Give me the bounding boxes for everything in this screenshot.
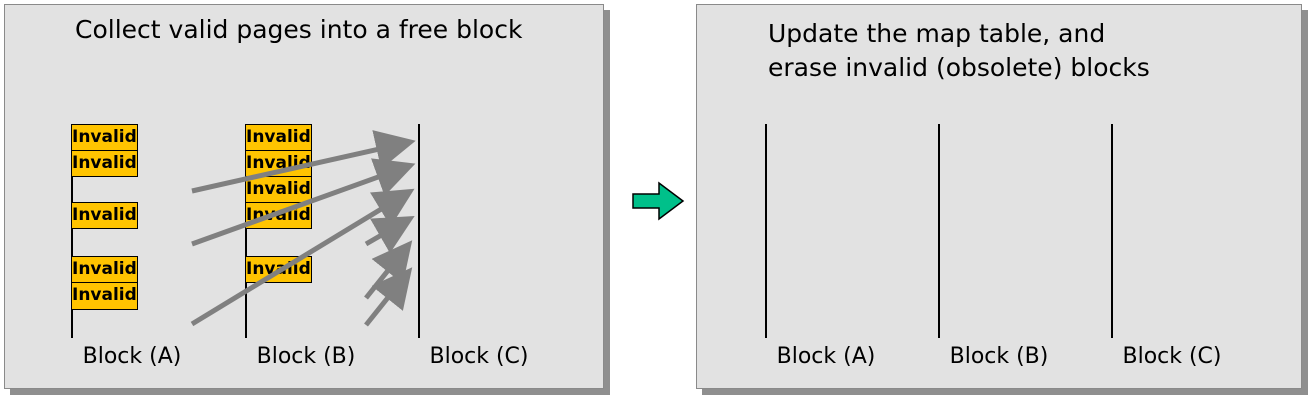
copy-arrow-2 bbox=[191, 158, 416, 247]
copy-arrow-6 bbox=[364, 267, 413, 327]
right-block-b bbox=[938, 124, 1060, 338]
copy-arrow-4 bbox=[364, 216, 415, 254]
page-b-1: Invalid bbox=[245, 124, 312, 151]
left-label-block-c: Block (C) bbox=[429, 344, 529, 369]
copy-arrow-1 bbox=[191, 130, 416, 194]
right-block-c bbox=[1111, 124, 1233, 338]
right-label-block-a: Block (A) bbox=[776, 344, 876, 369]
left-panel-title: Collect valid pages into a free block bbox=[75, 15, 523, 44]
page-b-8 bbox=[245, 309, 247, 338]
left-block-c bbox=[418, 124, 540, 338]
page-a-1: Invalid bbox=[71, 124, 138, 151]
page-a-8 bbox=[71, 309, 73, 338]
erased-block-b bbox=[938, 124, 940, 338]
left-panel: Collect valid pages into a free block bbox=[4, 4, 604, 389]
left-label-block-a: Block (A) bbox=[82, 344, 182, 369]
left-block-a: Invalid Invalid Invalid Invalid Invalid bbox=[71, 124, 193, 338]
right-page-c-6 bbox=[1111, 256, 1113, 284]
right-block-a bbox=[765, 124, 887, 338]
right-page-c-2 bbox=[1111, 150, 1113, 177]
erased-block-a bbox=[765, 124, 767, 338]
right-panel-title: Update the map table, and erase invalid … bbox=[768, 19, 1150, 82]
left-label-block-b: Block (B) bbox=[256, 344, 356, 369]
right-page-c-free bbox=[1111, 283, 1113, 338]
page-a-7: Invalid bbox=[71, 282, 138, 310]
page-a-4: Invalid bbox=[71, 202, 138, 229]
copy-arrow-3 bbox=[190, 188, 415, 327]
right-page-c-4 bbox=[1111, 202, 1113, 229]
right-page-c-3 bbox=[1111, 176, 1113, 203]
right-panel: Update the map table, and erase invalid … bbox=[696, 4, 1302, 389]
right-label-block-c: Block (C) bbox=[1122, 344, 1222, 369]
page-c-free bbox=[418, 283, 420, 338]
page-a-6: Invalid bbox=[71, 256, 138, 283]
page-a-2: Invalid bbox=[71, 150, 138, 177]
right-label-block-b: Block (B) bbox=[949, 344, 1049, 369]
page-c-4 bbox=[418, 202, 420, 229]
right-page-c-1 bbox=[1111, 124, 1113, 151]
right-page-c-5 bbox=[1111, 229, 1113, 257]
